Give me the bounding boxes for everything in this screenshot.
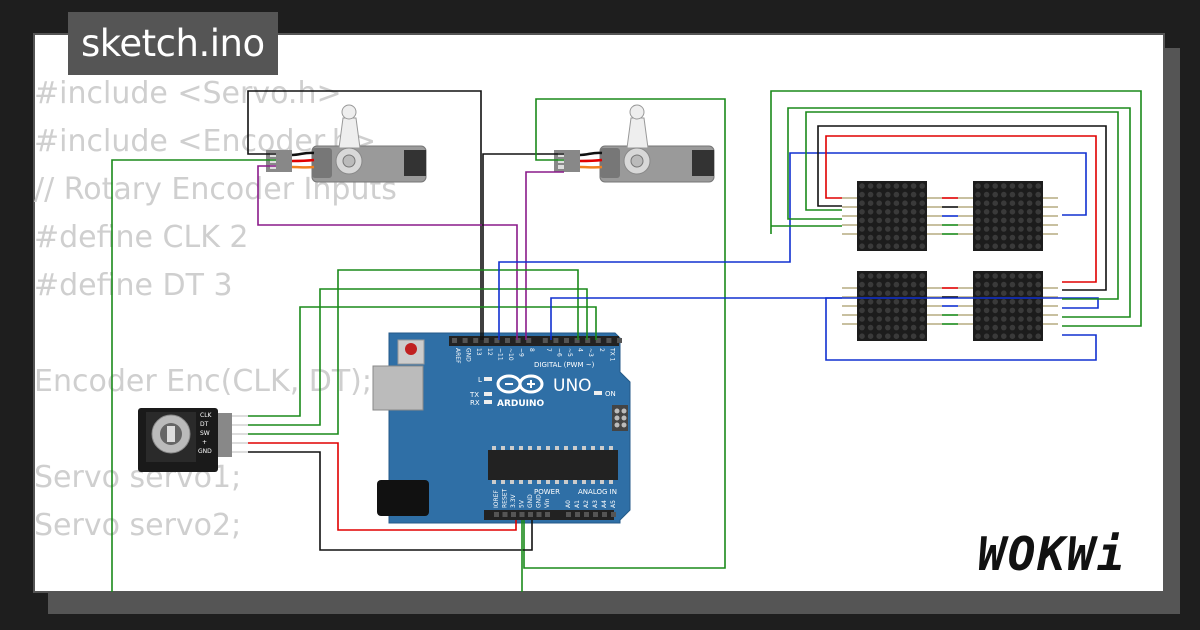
wire-red-enc-vcc	[248, 442, 517, 531]
pin-label: 2	[598, 348, 605, 352]
wire-black-servo1-gnd	[247, 90, 482, 340]
usb-port	[372, 365, 424, 411]
led-matrix-1[interactable]	[842, 181, 942, 251]
digital-header	[449, 336, 619, 346]
servo-1-connector	[312, 148, 332, 178]
arduino-brand: ARDUINO	[497, 399, 545, 409]
code-line: #define DT 3	[34, 268, 233, 303]
encoder-pin-gnd: GND	[198, 448, 212, 455]
wire-green-servo2-vcc	[523, 98, 726, 569]
pin-label: ~6	[555, 348, 562, 357]
wire-green-matrix-a	[770, 90, 1142, 327]
atmega-chip	[488, 450, 618, 480]
wire-blue-matrix-cs	[498, 152, 1087, 340]
pin-label: 7	[545, 348, 552, 352]
code-line: Servo servo2;	[34, 508, 242, 543]
pin-label: TX 1	[608, 347, 615, 362]
pin-label: GND	[527, 494, 534, 508]
wire-green-enc-dt	[248, 288, 588, 426]
wire-red-matrix	[825, 135, 1097, 283]
pin-label: A3	[592, 500, 599, 508]
encoder-pin-dt: DT	[200, 421, 209, 428]
pin-label: 12	[486, 348, 493, 356]
encoder-pin-vcc: +	[202, 439, 207, 446]
wire-green-matrix-c	[805, 111, 1119, 300]
wires	[111, 90, 1142, 592]
wire-green-enc-clk	[248, 306, 597, 417]
pin-label: 3.3V	[510, 493, 517, 508]
wire-purple-servo1-signal	[257, 165, 518, 340]
pin-label: ~9	[518, 348, 525, 357]
encoder-pin-clk: CLK	[200, 412, 213, 419]
pin-label: 4	[577, 348, 584, 352]
encoder-pin-sw: SW	[200, 430, 210, 437]
wire-green-matrix-b	[787, 107, 1131, 318]
pin-label: AREF	[454, 348, 461, 364]
led-matrices	[842, 181, 1058, 341]
led-matrix-3[interactable]	[842, 271, 942, 341]
window-title: sketch.ino	[68, 12, 278, 75]
wire-green-enc-sw	[248, 269, 579, 435]
on-label: ON	[605, 390, 616, 398]
pin-label: 13	[475, 348, 482, 356]
pin-label: ~5	[566, 348, 573, 357]
pin-label: Vin	[544, 498, 551, 508]
pin-label: A1	[574, 500, 581, 508]
chip-pins	[492, 446, 613, 484]
pin-label: A4	[601, 500, 608, 508]
wire-purple-servo2-signal	[525, 171, 564, 340]
wire-black-servo2-gnd	[482, 153, 564, 340]
wire-black-enc-gnd	[248, 451, 533, 551]
led-matrix-2[interactable]	[958, 181, 1058, 251]
arduino-logo-icon	[496, 374, 544, 394]
code-line: #include <Servo.h>	[34, 76, 342, 111]
pin-label: ~11	[496, 348, 503, 361]
pin-label: GND	[536, 494, 543, 508]
wire-blue-matrix-din	[550, 297, 1099, 340]
code-line: #define CLK 2	[34, 220, 249, 255]
led-matrix-4[interactable]	[958, 271, 1058, 341]
servo-1-mount	[404, 150, 426, 176]
wire-blue-matrix-loop	[825, 297, 1097, 361]
reset-button[interactable]	[405, 343, 417, 355]
pin-label: RESET	[502, 488, 509, 508]
rx-label: RX	[470, 399, 480, 407]
analog-label: ANALOG IN	[578, 488, 617, 496]
pin-label: A2	[583, 500, 590, 508]
power-label: POWER	[534, 488, 560, 496]
pin-label: 8	[528, 348, 535, 352]
digital-label: DIGITAL (PWM ~)	[534, 361, 595, 369]
pin-label: GND	[465, 348, 472, 362]
wire-green-servo1-vcc	[111, 159, 276, 592]
pin-label: RX 0	[619, 348, 626, 362]
l-led-label: L	[478, 376, 482, 384]
pin-label: 5V	[519, 499, 526, 508]
tx-label: TX	[469, 391, 479, 399]
wire-black-matrix	[817, 125, 1107, 291]
servo-1[interactable]	[266, 104, 427, 183]
code-line: Encoder Enc(CLK, DT);	[34, 364, 372, 399]
pin-label: ~10	[507, 348, 514, 361]
pin-label: IOREF	[493, 490, 500, 508]
rotary-encoder[interactable]: CLK DT SW + GND	[138, 408, 248, 472]
pin-label: ~3	[587, 348, 594, 357]
pin-label: A0	[565, 500, 572, 508]
pin-label: A5	[610, 500, 617, 508]
wokwi-logo: WOKWi	[978, 527, 1127, 581]
arduino-model: UNO	[553, 376, 592, 396]
servo-2[interactable]	[554, 104, 715, 183]
servo-1-horn	[338, 117, 361, 149]
power-jack	[377, 480, 429, 516]
